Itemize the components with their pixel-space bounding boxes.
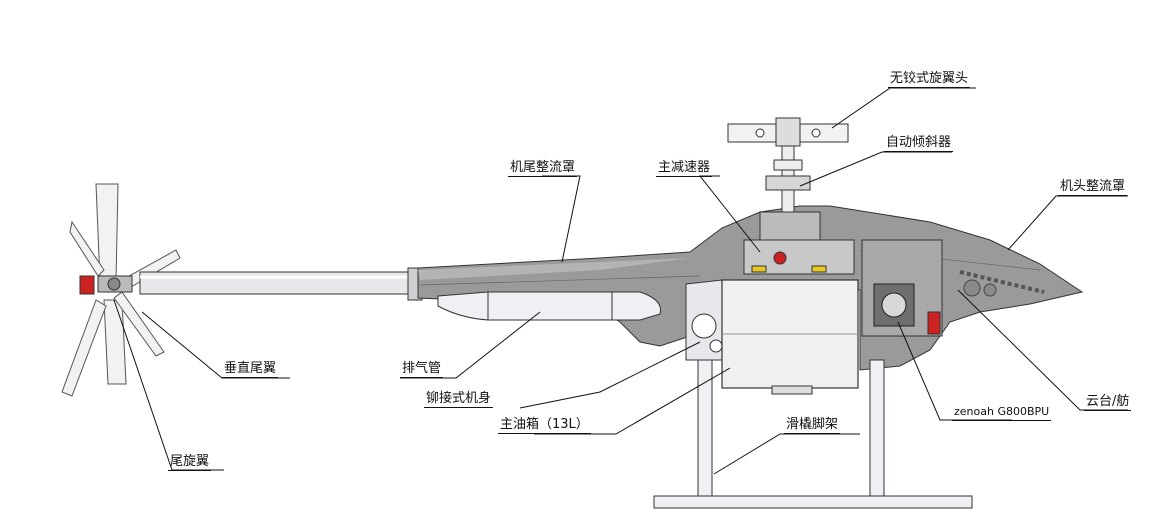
main-fuel-tank	[721, 279, 859, 395]
tail-rotor	[61, 183, 181, 397]
riveted-fuselage	[685, 279, 723, 361]
engine	[861, 239, 943, 337]
label-gimbal: 云台/舫	[1084, 394, 1132, 411]
tail-boom	[139, 267, 423, 301]
label-rotor-head: 无铰式旋翼头	[888, 71, 971, 88]
label-riveted-fuselage: 铆接式机身	[424, 391, 494, 408]
label-engine: zenoah G800BPU	[952, 404, 1052, 421]
label-main-gearbox: 主减速器	[656, 160, 713, 177]
label-tail-fairing: 机尾整流罩	[508, 160, 578, 177]
rotor-head	[727, 117, 849, 147]
skid-landing-gear	[653, 359, 973, 509]
label-vertical-fin: 垂直尾翼	[222, 361, 279, 378]
label-tail-rotor: 尾旋翼	[168, 454, 212, 471]
label-exhaust: 排气管	[400, 361, 444, 378]
label-main-fuel-tank: 主油箱（13L）	[498, 417, 591, 434]
label-skid: 滑橇脚架	[784, 417, 841, 434]
label-swashplate: 自动倾斜器	[884, 135, 954, 152]
label-nose-fairing: 机头整流罩	[1058, 179, 1128, 196]
exhaust-pipe	[437, 291, 662, 321]
rotor-mast	[765, 139, 811, 213]
